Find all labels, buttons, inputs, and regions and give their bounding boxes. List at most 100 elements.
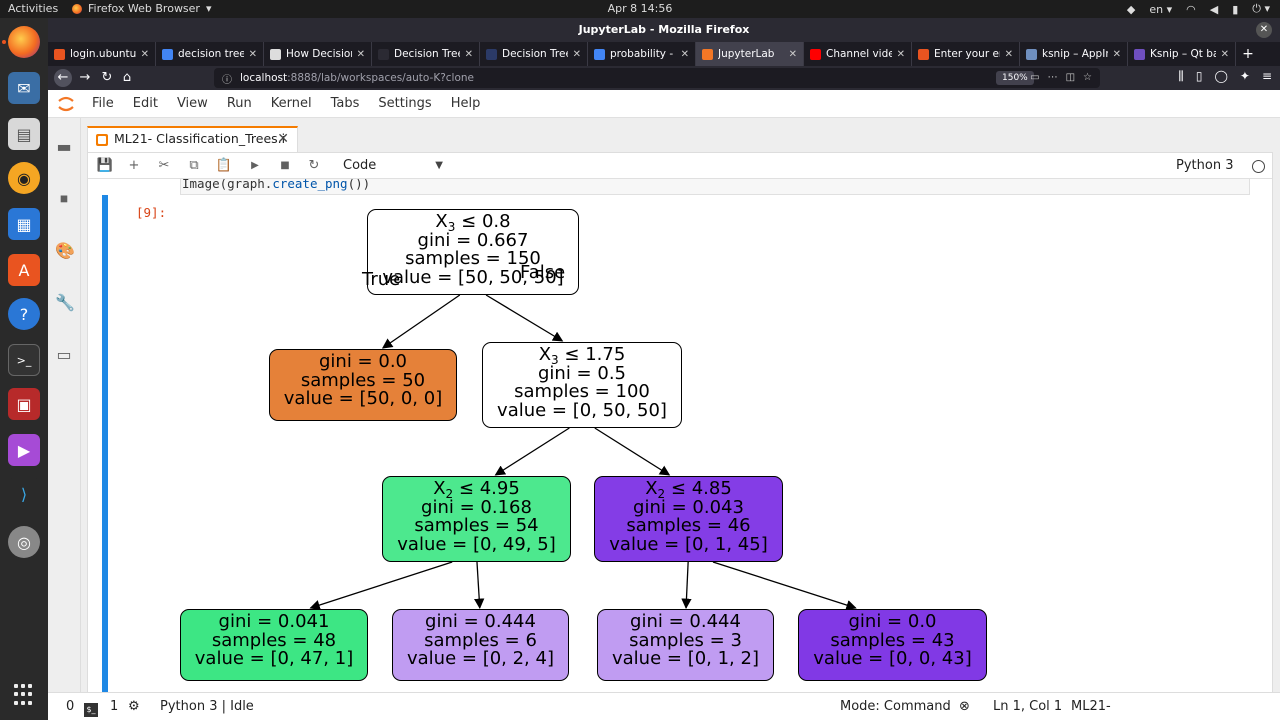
tab-close-icon[interactable]: ✕ [680, 48, 689, 60]
menu-tabs[interactable]: Tabs [330, 96, 360, 111]
command-palette-icon[interactable]: 🎨 [55, 241, 75, 260]
screenshot-dock-icon[interactable]: ▣ [8, 388, 40, 420]
browser-tab[interactable]: JupyterLab✕ [696, 42, 804, 66]
tab-close-icon[interactable]: ✕ [572, 48, 581, 60]
notebook-tab[interactable]: ML21- Classification_Trees.i ✕ [87, 126, 298, 152]
software-dock-icon[interactable]: A [8, 254, 40, 286]
show-applications-icon[interactable] [14, 684, 36, 706]
disk-dock-icon[interactable]: ◎ [8, 526, 40, 558]
cell-type-select[interactable]: Code ▼ [343, 155, 443, 177]
menu-help[interactable]: Help [450, 96, 481, 111]
tab-favicon-icon [918, 48, 929, 60]
open-tabs-icon[interactable]: ▭ [56, 345, 72, 364]
page-actions-icon[interactable]: ⋯ [1047, 72, 1058, 83]
run-icon[interactable]: ▶ [251, 160, 259, 171]
tab-close-icon[interactable]: ✕ [140, 48, 149, 60]
extensions-icon[interactable]: ✦ [1239, 69, 1250, 83]
node-samples: samples = 43 [830, 629, 955, 651]
back-arrow-icon[interactable]: ← [54, 69, 72, 87]
forward-arrow-icon[interactable]: → [79, 70, 91, 85]
clock[interactable]: Apr 8 14:56 [607, 2, 673, 15]
menu-settings[interactable]: Settings [378, 96, 432, 111]
terminals-count[interactable]: 0 [66, 699, 75, 714]
paste-icon[interactable]: 📋 [215, 158, 233, 173]
active-cell-indicator[interactable] [102, 195, 108, 693]
browser-tab[interactable]: How Decision T✕ [264, 42, 372, 66]
menu-file[interactable]: File [92, 96, 114, 111]
bookmark-star-icon[interactable]: ☆ [1083, 72, 1092, 83]
tab-close-icon[interactable]: ✕ [248, 48, 257, 60]
tab-favicon-icon [1134, 48, 1145, 60]
media-player-dock-icon[interactable]: ▶ [8, 434, 40, 466]
close-tab-icon[interactable]: ✕ [277, 131, 289, 147]
kernel-name[interactable]: Python 3 [1176, 158, 1234, 173]
browser-tab[interactable]: Decision Tree Clas✕ [372, 42, 480, 66]
url-bar[interactable]: ⓘ localhost:8888/lab/workspaces/auto-K?c… [214, 68, 1100, 88]
activities-button[interactable]: Activities [8, 2, 59, 15]
app-menu[interactable]: Firefox Web Browser▾ [72, 2, 212, 15]
window-close-icon[interactable]: ✕ [1256, 22, 1272, 38]
browser-tab[interactable]: Channel videos ✕ [804, 42, 912, 66]
site-info-icon[interactable]: ⓘ [222, 75, 232, 86]
tab-close-icon[interactable]: ✕ [1004, 48, 1013, 60]
help-dock-icon[interactable]: ? [8, 298, 40, 330]
browser-tab-label: Channel videos [826, 48, 892, 60]
vscode-dock-icon[interactable]: ⟩ [8, 478, 40, 510]
running-sessions-icon[interactable]: ⏹ [59, 189, 68, 208]
reload-icon[interactable]: ↻ [101, 70, 113, 85]
code-cell-input[interactable]: Image(graph.create_png()) [180, 179, 1250, 195]
rhythmbox-dock-icon[interactable]: ◉ [8, 162, 40, 194]
browser-tab[interactable]: ksnip – AppIma ✕ [1020, 42, 1128, 66]
tab-close-icon[interactable]: ✕ [1220, 48, 1229, 60]
browser-tab[interactable]: Ksnip – Qt base✕ [1128, 42, 1236, 66]
browser-tab[interactable]: login.ubuntu.co✕ [48, 42, 156, 66]
new-tab-plus-icon[interactable]: + [1242, 46, 1254, 62]
mode-indicator[interactable]: Mode: Command [840, 699, 951, 714]
firefox-dock-icon[interactable] [8, 26, 40, 58]
jupyter-logo-icon [58, 96, 74, 112]
restart-icon[interactable]: ↻ [308, 158, 320, 173]
writer-dock-icon[interactable]: ▦ [8, 208, 40, 240]
kernel-state[interactable]: Python 3 | Idle [160, 699, 254, 714]
thunderbird-dock-icon[interactable]: ✉ [8, 72, 40, 104]
menu-kernel[interactable]: Kernel [270, 96, 312, 111]
files-dock-icon[interactable]: ▤ [8, 118, 40, 150]
account-icon[interactable]: ◯ [1214, 69, 1228, 83]
browser-tab[interactable]: Decision Tree T✕ [480, 42, 588, 66]
library-icon[interactable]: ⫼ [1178, 69, 1184, 83]
tab-close-icon[interactable]: ✕ [464, 48, 473, 60]
tab-close-icon[interactable]: ✕ [896, 48, 905, 60]
copy-icon[interactable]: ⧉ [189, 158, 199, 173]
menu-edit[interactable]: Edit [132, 96, 158, 111]
node-samples: samples = 6 [424, 629, 537, 651]
save-icon[interactable]: 💾 [96, 158, 114, 173]
property-inspector-wrench-icon[interactable]: 🔧 [55, 293, 75, 312]
tab-close-icon[interactable]: ✕ [788, 48, 797, 60]
sidebar-icon[interactable]: ▯ [1195, 69, 1203, 83]
cursor-position[interactable]: Ln 1, Col 1 [993, 699, 1063, 714]
browser-tab[interactable]: probability - Go✕ [588, 42, 696, 66]
browser-tab[interactable]: Enter your ema✕ [912, 42, 1020, 66]
zoom-indicator[interactable]: 150% [996, 71, 1034, 85]
jupyter-status-bar: 0 $_ 1 ⚙ Python 3 | Idle Mode: Command ⊗… [48, 692, 1280, 720]
reader-view-icon[interactable]: ▭ [1030, 72, 1040, 83]
browser-tab-label: ksnip – AppIma [1042, 48, 1108, 60]
terminal-dock-icon[interactable]: >_ [8, 344, 40, 376]
menu-run[interactable]: Run [226, 96, 252, 111]
bug-debugger-icon[interactable]: ⊗ [959, 699, 970, 714]
stop-icon[interactable]: ■ [280, 160, 290, 171]
hamburger-menu-icon[interactable]: ≡ [1261, 69, 1272, 83]
home-icon[interactable]: ⌂ [122, 70, 132, 85]
tab-close-icon[interactable]: ✕ [1112, 48, 1121, 60]
browser-tab[interactable]: decision tree al✕ [156, 42, 264, 66]
tab-close-icon[interactable]: ✕ [356, 48, 365, 60]
kernels-count[interactable]: 1 [110, 699, 119, 714]
pocket-icon[interactable]: ◫ [1065, 72, 1076, 83]
menu-view[interactable]: View [176, 96, 208, 111]
system-tray[interactable]: ◆ en ▾ ◠ ◀ ▮ ⏻ ▾ [1127, 2, 1270, 16]
add-cell-icon[interactable]: + [128, 158, 140, 173]
cut-icon[interactable]: ✂ [158, 158, 170, 173]
file-browser-folder-icon[interactable]: ▬ [56, 137, 72, 156]
